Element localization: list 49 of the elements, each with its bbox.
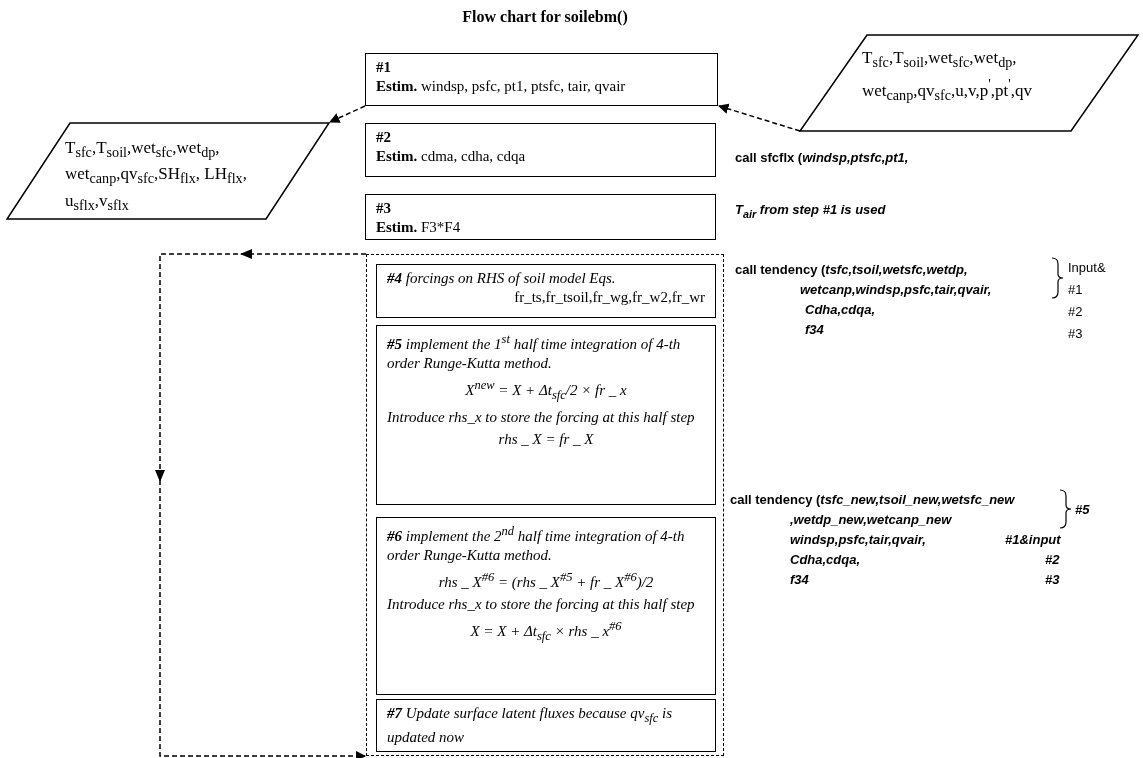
step-number: #2 <box>376 128 392 147</box>
step-text: Estim. F3*F4 <box>376 218 462 237</box>
argument-list: ,wetdp_new,wetcanp_new <box>790 512 952 528</box>
step-reference: #3 <box>1068 326 1083 342</box>
process-box <box>376 264 716 318</box>
output-parallelogram <box>7 123 329 219</box>
step-reference: #2 <box>1045 552 1060 568</box>
formula: rhs _ X$^{#6}$ = (rhs _ X$^{#5}$ + fr _ X$^{#6}$)/2 <box>437 569 655 592</box>
step-reference: #3 <box>1045 572 1060 588</box>
loop-frame <box>366 254 724 756</box>
title: Flow chart for soilebm() <box>461 8 629 26</box>
argument-list: f34 <box>805 322 824 338</box>
variable-list: T$_{sfc}$,T$_{soil}$,wet$_{sfc}$,wet$_{dp}$, wet$_{canp}$,qv$_{sfc}$,SH$_{flx}$, LH$_{flx}$, u$_{sflx}$,v$_{sflx}$ <box>65 137 301 217</box>
step-text: #7 Update surface latent fluxes because qv$_{sfc}$ is updated now <box>387 704 674 747</box>
step-text: #5 implement the 1$^{st}$ half time integration of 4-th order Runge-Kutta method. <box>387 331 682 373</box>
argument-list: wetcanp,windsp,psfc,tair,qvair, <box>800 282 992 298</box>
argument-list: windsp,psfc,tair,qvair, <box>790 532 926 548</box>
argument-list: f34 <box>790 572 809 588</box>
process-box <box>376 517 716 695</box>
step-text: Introduce rhs_x to store the forcing at this half step <box>387 595 696 614</box>
formula: X = X + Δt$_{sfc}$ × rhs _ x$^{#6}$ <box>469 618 623 645</box>
process-box <box>365 194 716 240</box>
formula: X$^{new}$ = X + Δt$_{sfc}$/2 × fr _ x <box>464 377 628 404</box>
process-box <box>376 325 716 505</box>
argument-list: Cdha,cdqa, <box>805 302 876 318</box>
step-text: #6 implement the 2$^{nd}$ half time integration of 4-th order Runge-Kutta method. <box>387 523 686 565</box>
step-reference: #5 <box>1075 502 1090 518</box>
step-number: #1 <box>376 58 392 77</box>
step-text: Estim. windsp, psfc, pt1, ptsfc, tair, qvair <box>376 77 627 96</box>
formula: rhs _ X = fr _ X <box>497 430 595 449</box>
step-text: Estim. cdma, cdha, cdqa <box>376 147 527 166</box>
function-call: call tendency (tsfc_new,tsoil_new,wetsfc_new <box>730 492 1015 508</box>
step-reference: #2 <box>1068 304 1083 320</box>
step-reference: #1 <box>1068 282 1083 298</box>
process-box <box>365 53 718 106</box>
note: T$_{air}$ from step #1 is used <box>735 202 886 222</box>
step-text: Introduce rhs_x to store the forcing at this half step <box>387 408 696 427</box>
input-reference: Input& <box>1068 260 1106 276</box>
function-call: call tendency (tsfc,tsoil,wetsfc,wetdp, <box>735 262 968 278</box>
variable-list: fr_ts,fr_tsoil,fr_wg,fr_w2,fr_wr <box>387 288 705 307</box>
step-text: #4 forcings on RHS of soil model Eqs. <box>387 269 617 288</box>
step-number: #3 <box>376 199 392 218</box>
process-box <box>376 699 716 752</box>
process-box <box>365 123 716 177</box>
step-reference: #1&input <box>1005 532 1061 548</box>
input-parallelogram <box>800 35 1138 131</box>
function-call: call sfcflx (windsp,ptsfc,pt1, <box>735 150 909 166</box>
argument-list: Cdha,cdqa, <box>790 552 861 568</box>
variable-list: T$_{sfc}$,T$_{soil}$,wet$_{sfc}$,wet$_{dp}$, wet$_{canp}$,qv$_{sfc}$,u,v,p$^{'}$,pt$^{'}$,qv <box>862 47 1102 107</box>
